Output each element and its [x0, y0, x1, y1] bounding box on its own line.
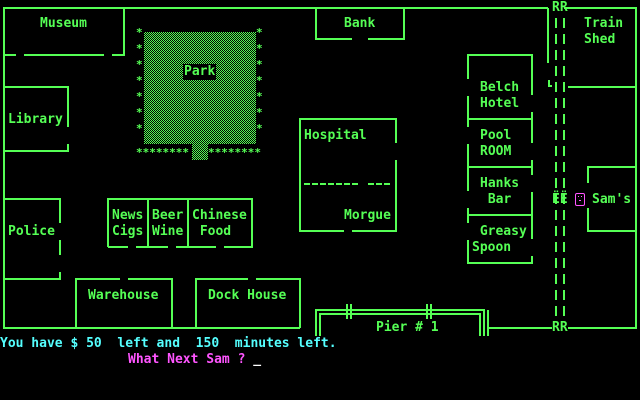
park-entrance[interactable]	[192, 144, 208, 160]
prompt-text: What Next Sam ?	[128, 352, 254, 367]
hedge: *	[256, 42, 263, 55]
railroad-label-top: RR	[552, 0, 568, 15]
hedge: ********	[136, 146, 189, 159]
hedge: *	[136, 106, 143, 119]
warehouse-walls	[75, 278, 120, 328]
bank-walls	[368, 8, 405, 40]
location-sams[interactable]: Sam's	[592, 192, 632, 207]
hedge: ********	[208, 146, 261, 159]
morgue-walls	[352, 160, 397, 232]
hospital-walls	[299, 118, 344, 232]
bank-walls	[315, 8, 352, 40]
museum-walls	[112, 8, 125, 56]
railroad-label-bottom: RR	[552, 320, 568, 335]
dock-house-walls	[195, 278, 248, 328]
location-park[interactable]: Park	[183, 64, 217, 80]
minutes-value: 150	[195, 336, 220, 351]
location-bank[interactable]: Bank	[344, 16, 376, 31]
police-walls	[4, 198, 61, 223]
hedge: *	[136, 74, 143, 87]
warehouse-walls	[128, 278, 173, 328]
shops-walls	[107, 198, 253, 248]
location-train-shed[interactable]: Train Shed	[584, 16, 624, 47]
location-beer-wine[interactable]: Beer Wine	[152, 208, 184, 239]
location-pool-room[interactable]: Pool ROOM	[480, 128, 512, 159]
hedge: *	[136, 58, 143, 71]
railroad-fence	[548, 80, 552, 87]
police-walls	[4, 272, 61, 280]
city-boundary-top-left	[3, 7, 548, 88]
location-greasy-spoon[interactable]: Greasy Spoon	[472, 224, 527, 255]
city-boundary-left	[3, 88, 300, 329]
sams-walls	[587, 166, 636, 183]
location-hospital[interactable]: Hospital	[304, 128, 367, 143]
hedge: *	[256, 26, 263, 39]
face-icon	[575, 193, 585, 206]
status-line: You have $ 50 left and 150 minutes left.	[0, 336, 337, 352]
pier-inner	[319, 313, 481, 336]
location-police[interactable]: Police	[8, 224, 55, 239]
text-cursor[interactable]: _	[253, 352, 262, 367]
library-walls	[4, 144, 69, 152]
hedge: *	[136, 122, 143, 135]
command-prompt[interactable]: What Next Sam ? _	[128, 352, 261, 368]
park-grounds[interactable]	[144, 32, 256, 144]
status-suffix: minutes left.	[219, 336, 337, 351]
hospital-walls	[320, 118, 397, 143]
location-warehouse[interactable]: Warehouse	[88, 288, 159, 303]
sams-walls	[587, 208, 636, 232]
dock-house-walls	[256, 278, 301, 328]
hedge: *	[256, 122, 263, 135]
hedge: *	[136, 26, 143, 39]
location-hanks-bar[interactable]: Hanks Bar	[480, 176, 520, 207]
status-mid: left and	[101, 336, 196, 351]
hedge: *	[256, 58, 263, 71]
hedge: *	[256, 74, 263, 87]
greasy-spoon-walls	[467, 240, 533, 264]
pier-outer	[315, 309, 485, 336]
location-chinese-food[interactable]: Chinese Food	[192, 208, 247, 239]
location-belch-hotel[interactable]: Belch Hotel	[480, 80, 520, 111]
hedge: *	[136, 90, 143, 103]
library-walls	[4, 86, 69, 127]
belch-hotel-walls	[467, 54, 533, 95]
money-value: 50	[86, 336, 102, 351]
location-dock-house[interactable]: Dock House	[208, 288, 287, 303]
hedge: *	[136, 42, 143, 55]
hedge: *	[256, 106, 263, 119]
location-news-cigs[interactable]: News Cigs	[112, 208, 144, 239]
money-prefix: You have $	[0, 336, 87, 351]
location-library[interactable]: Library	[8, 112, 63, 127]
hedge: *	[256, 90, 263, 103]
location-morgue[interactable]: Morgue	[344, 208, 391, 223]
railroad-station[interactable]: ËË	[552, 192, 568, 207]
location-museum[interactable]: Museum	[40, 16, 87, 31]
location-pier[interactable]: Pier # 1	[376, 320, 439, 335]
